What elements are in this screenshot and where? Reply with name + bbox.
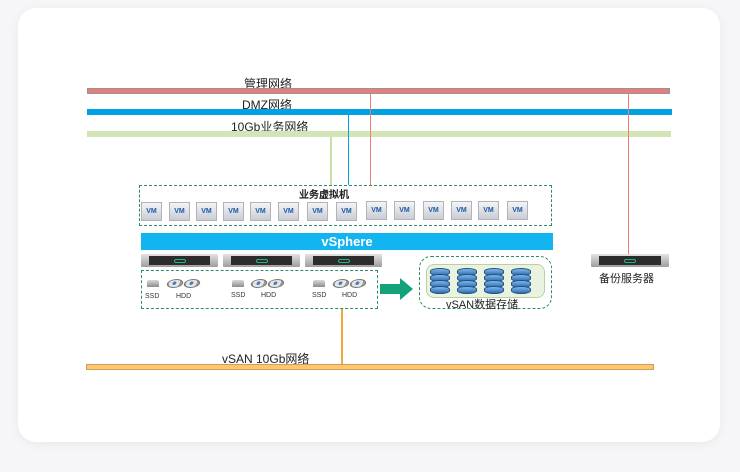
database-icon [511,268,531,294]
ssd-icon [232,280,244,287]
database-icon [430,268,450,294]
vm-tile[interactable]: VM [478,201,499,220]
disk-group-box [141,270,378,309]
vsphere-bar: vSphere [141,233,553,250]
hdd-label: HDD [342,292,358,299]
vm-group-box [139,185,552,226]
vm-tile[interactable]: VM [423,201,444,220]
vm-group-title: 业务虚拟机 [299,190,349,201]
mgmt-network-bar [87,88,670,94]
ssd-label: SSD [312,292,327,299]
backup-server-label: 备份服务器 [599,273,654,285]
mgmt-uplink [370,94,371,185]
vm-tile[interactable]: VM [366,201,387,220]
hdd-label: HDD [176,293,192,300]
vm-tile[interactable]: VM [169,202,190,221]
vm-tile[interactable]: VM [451,201,472,220]
vm-tile[interactable]: VM [307,202,328,221]
database-icon [457,268,477,294]
vm-tile[interactable]: VM [141,202,162,221]
vm-tile[interactable]: VM [507,201,528,220]
host-server-icon [305,254,382,267]
hdd-label: HDD [261,292,277,299]
vm-tile[interactable]: VM [250,202,271,221]
ssd-icon [147,280,159,287]
dmz-network-label: DMZ网络 [242,98,292,112]
biz-network-label: 10Gb业务网络 [231,120,309,134]
vsan-network-bar [86,364,654,370]
dmz-uplink [348,115,349,185]
vm-tile[interactable]: VM [196,202,217,221]
vsan-datastore-label: vSAN数据存储 [446,299,519,311]
vsan-network-label: vSAN 10Gb网络 [222,352,310,366]
ssd-icon [313,280,325,287]
host-server-icon [223,254,300,267]
vm-tile[interactable]: VM [394,201,415,220]
ssd-label: SSD [145,293,160,300]
mgmt-network-label: 管理网络 [244,77,293,91]
vm-tile[interactable]: VM [278,202,299,221]
vm-tile[interactable]: VM [223,202,244,221]
biz-network-bar [87,131,671,137]
biz-uplink [330,137,332,185]
database-icon [484,268,504,294]
vm-tile[interactable]: VM [336,202,357,221]
dmz-network-bar [87,109,672,115]
host-server-icon [141,254,218,267]
ssd-label: SSD [231,292,246,299]
backup-server-icon [591,254,669,267]
right-arrow-icon [380,278,413,300]
vsan-datastore-box [419,256,552,309]
backup-mgmt-uplink [628,94,629,254]
vsan-uplink [341,309,343,365]
